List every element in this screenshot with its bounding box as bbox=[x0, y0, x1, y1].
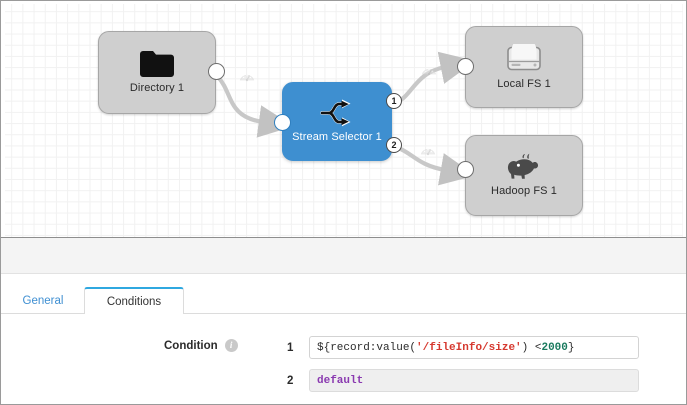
expression-token-plain: ${record:value( bbox=[317, 341, 417, 354]
hadoop-elephant-icon bbox=[504, 153, 544, 181]
output-port-directory[interactable] bbox=[208, 63, 225, 80]
canvas-margin-right bbox=[683, 1, 686, 237]
output-lane-badge-1[interactable]: 1 bbox=[386, 93, 402, 109]
condition-label-text: Condition bbox=[164, 339, 218, 352]
properties-tabbar: General Conditions bbox=[1, 287, 686, 314]
canvas-margin-top bbox=[1, 1, 686, 4]
stage-label: Hadoop FS 1 bbox=[491, 185, 557, 197]
hard-drive-icon bbox=[505, 43, 543, 74]
stream-selector-icon bbox=[320, 99, 354, 127]
output-lane-badge-2[interactable]: 2 bbox=[386, 137, 402, 153]
input-port-local-fs[interactable] bbox=[457, 58, 474, 75]
stage-label: Directory 1 bbox=[129, 82, 185, 94]
expression-token-plain: } bbox=[567, 341, 575, 354]
stage-hadoop-fs-1[interactable]: Hadoop FS 1 bbox=[465, 135, 583, 216]
stage-label: Local FS 1 bbox=[497, 77, 551, 90]
tab-conditions[interactable]: Conditions bbox=[84, 287, 184, 314]
condition-index: 2 bbox=[287, 374, 294, 387]
stage-properties-panel: General Conditions Condition i 1 ${recor… bbox=[1, 274, 686, 404]
folder-icon bbox=[139, 50, 175, 78]
input-port-stream-selector[interactable] bbox=[274, 114, 291, 131]
tab-conditions-label: Conditions bbox=[106, 295, 162, 308]
condition-expression-input-1[interactable]: ${record:value('/fileInfo/size') < 2000} bbox=[309, 336, 639, 359]
pipeline-canvas[interactable]: Directory 1 Stream Selector 1 bbox=[1, 1, 686, 237]
condition-field-label: Condition i bbox=[164, 339, 238, 352]
condition-index: 1 bbox=[287, 341, 294, 354]
expression-token-plain: ) < bbox=[521, 341, 542, 354]
stage-label: Stream Selector 1 bbox=[292, 131, 382, 143]
tabbar-active-gap bbox=[85, 313, 183, 315]
condition-row: 1 ${record:value('/fileInfo/size') < 200… bbox=[287, 336, 639, 359]
tab-general[interactable]: General bbox=[13, 287, 73, 314]
panel-splitter[interactable] bbox=[1, 237, 686, 274]
stage-local-fs-1[interactable]: Local FS 1 bbox=[465, 26, 583, 108]
gauge-icon bbox=[421, 63, 437, 81]
tab-general-label: General bbox=[22, 294, 64, 307]
expression-token-keyword: default bbox=[317, 374, 364, 387]
gauge-icon bbox=[239, 69, 255, 87]
tabbar-divider bbox=[1, 313, 686, 314]
canvas-margin-left bbox=[1, 1, 5, 237]
input-port-hadoop-fs[interactable] bbox=[457, 161, 474, 178]
condition-expression-input-2: default bbox=[309, 369, 639, 392]
info-icon[interactable]: i bbox=[224, 339, 238, 352]
stage-stream-selector-1[interactable]: Stream Selector 1 bbox=[282, 82, 392, 161]
gauge-icon bbox=[420, 143, 436, 161]
expression-token-string: '/fileInfo/size' bbox=[416, 341, 522, 354]
condition-row: 2 default bbox=[287, 369, 639, 392]
stage-directory-1[interactable]: Directory 1 bbox=[98, 31, 216, 114]
expression-token-number: 2000 bbox=[541, 341, 568, 354]
